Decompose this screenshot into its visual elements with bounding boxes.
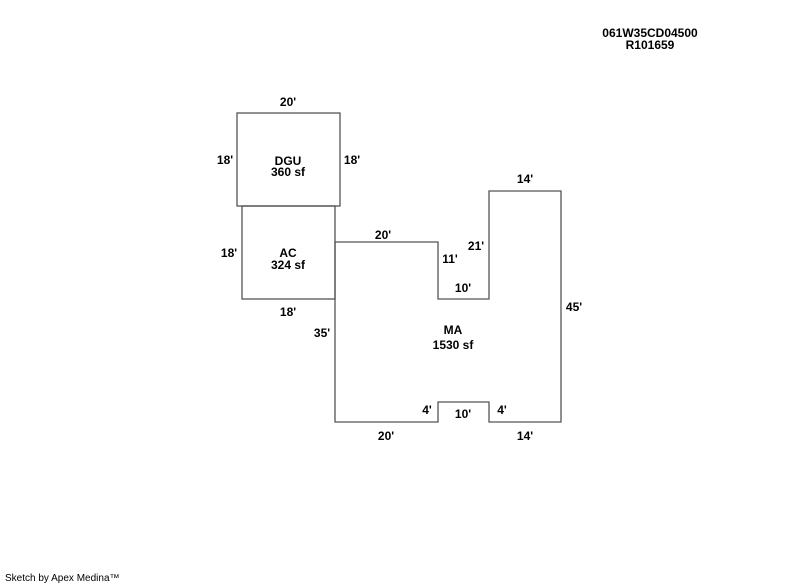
dim-ma-bay-right: 4': [497, 403, 507, 417]
dim-ma-notch-bottom: 10': [455, 281, 471, 295]
dim-ac-bottom: 18': [280, 305, 296, 319]
dim-ma-bay-width: 10': [455, 407, 471, 421]
dim-dgu-top: 20': [280, 95, 296, 109]
parcel-id: 061W35CD04500: [602, 26, 698, 40]
dim-ma-left: 35': [314, 326, 330, 340]
dim-dgu-right: 18': [344, 153, 360, 167]
dim-ma-wing-left: 21': [468, 239, 484, 253]
ma-outline: [334, 190, 562, 423]
dim-ma-bay-left: 4': [422, 403, 432, 417]
dim-ma-wing-top: 14': [517, 172, 533, 186]
account-number: R101659: [625, 38, 675, 52]
ac-area: 324 sf: [271, 258, 306, 272]
sketch-header: 061W35CD04500 R101659: [580, 27, 720, 51]
dim-ma-notch-side: 11': [442, 252, 458, 266]
dgu-label: DGU: [275, 154, 302, 168]
dim-ma-bottom-right: 14': [517, 429, 533, 443]
ac-label: AC: [279, 246, 297, 260]
dim-ma-right: 45': [566, 300, 582, 314]
ma-label: MA: [444, 323, 463, 337]
dim-ma-top-left: 20': [375, 228, 391, 242]
sketch-credit: Sketch by Apex Medina™: [5, 573, 120, 584]
dgu-area: 360 sf: [271, 165, 306, 179]
dim-dgu-left: 18': [217, 153, 233, 167]
dim-ac-left: 18': [221, 246, 237, 260]
dim-ma-bottom-left: 20': [378, 429, 394, 443]
ma-area: 1530 sf: [433, 338, 475, 352]
